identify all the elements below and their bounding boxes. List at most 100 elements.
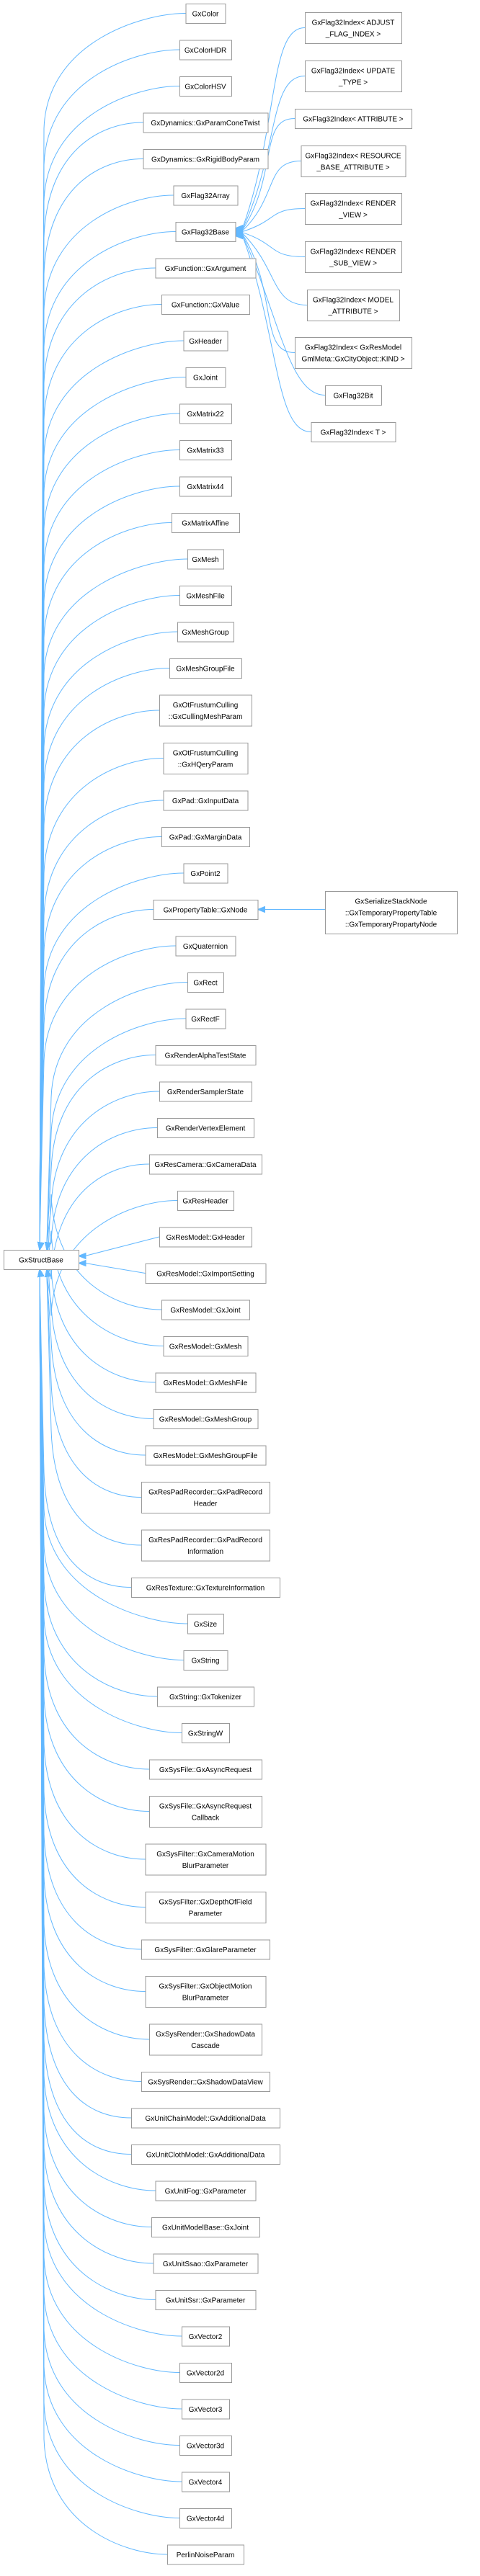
class-node-label: GxFlag32Index< RENDER (311, 249, 396, 256)
inheritance-edge (39, 909, 154, 1244)
class-node-gxquaternion[interactable]: GxQuaternion (175, 936, 236, 957)
class-node-gxstructbase[interactable]: GxStructBase (4, 1250, 79, 1270)
class-node-label: GxMeshGroupFile (176, 666, 235, 674)
class-node-gxmeshgroup[interactable]: GxMeshGroup (177, 622, 234, 643)
class-node-gxresmodelmeshgroupfile[interactable]: GxResModel::GxMeshGroupFile (145, 1445, 267, 1466)
class-node-gxtextureinfo[interactable]: GxResTexture::GxTextureInformation (131, 1578, 280, 1598)
class-node-gxflag32base[interactable]: GxFlag32Base (175, 222, 236, 242)
class-node-flagattribute[interactable]: GxFlag32Index< ATTRIBUTE > (295, 109, 412, 129)
class-node-box (175, 222, 236, 242)
class-node-flagadjust[interactable]: GxFlag32Index< ADJUST_FLAG_INDEX > (305, 12, 402, 44)
inheritance-edge (39, 340, 184, 1244)
class-node-gxcullingmeshparam[interactable]: GxOtFrustumCulling::GxCullingMeshParam (159, 694, 252, 727)
class-node-label: GxPoint2 (190, 870, 221, 878)
class-node-gxresmodelmeshgroup[interactable]: GxResModel::GxMeshGroup (153, 1409, 259, 1429)
class-node-gxrect[interactable]: GxRect (187, 972, 224, 993)
class-node-flagt[interactable]: GxFlag32Index< T > (311, 422, 396, 442)
class-node-gxresheader[interactable]: GxResHeader (177, 1191, 234, 1211)
class-node-gxparamconetwist[interactable]: GxDynamics::GxParamConeTwist (143, 112, 269, 133)
class-node-gxpropertynode[interactable]: GxPropertyTable::GxNode (153, 900, 259, 920)
class-node-box (145, 1445, 267, 1466)
class-node-gxmeshgroupfile[interactable]: GxMeshGroupFile (169, 658, 242, 679)
class-node-gxflag32array[interactable]: GxFlag32Array (173, 185, 239, 206)
class-node-gxfogparam[interactable]: GxUnitFog::GxParameter (155, 2181, 257, 2201)
class-node-flagmodelattr[interactable]: GxFlag32Index< MODEL_ATTRIBUTE > (307, 290, 400, 321)
class-node-box (155, 1372, 257, 1393)
class-node-gxcameradata[interactable]: GxResCamera::GxCameraData (149, 1154, 262, 1175)
class-node-flagrendersubview[interactable]: GxFlag32Index< RENDER_SUB_VIEW > (305, 241, 402, 273)
class-node-gxresmodelheader[interactable]: GxResModel::GxHeader (159, 1227, 252, 1248)
class-node-temporarypropertynode[interactable]: GxSerializeStackNode::GxTemporaryPropert… (325, 891, 458, 934)
class-node-gxtokenizer[interactable]: GxString::GxTokenizer (157, 1686, 254, 1707)
class-node-gxvalue[interactable]: GxFunction::GxValue (161, 295, 250, 315)
class-node-gxrigidbodyparam[interactable]: GxDynamics::GxRigidBodyParam (143, 149, 269, 169)
class-node-gxvector2d[interactable]: GxVector2d (179, 2363, 232, 2383)
class-node-gxmesh[interactable]: GxMesh (187, 549, 224, 570)
class-node-gxargument[interactable]: GxFunction::GxArgument (155, 258, 257, 279)
class-node-perlinnoiseparam[interactable]: PerlinNoiseParam (167, 2544, 244, 2565)
class-node-gxmatrixaffine[interactable]: GxMatrixAffine (172, 513, 240, 533)
class-node-box (179, 2363, 232, 2383)
class-node-gxcolor[interactable]: GxColor (185, 4, 226, 24)
class-node-gxjoint[interactable]: GxJoint (185, 367, 226, 388)
class-node-label: GxResModel::GxImportSetting (156, 1271, 254, 1279)
class-node-gxcolorhdr[interactable]: GxColorHDR (179, 40, 232, 61)
class-node-gxshadowview[interactable]: GxSysRender::GxShadowDataView (141, 2072, 270, 2092)
class-node-flagrenderview[interactable]: GxFlag32Index< RENDER_VIEW > (305, 193, 402, 225)
class-node-gxresmodelmesh[interactable]: GxResModel::GxMesh (163, 1336, 249, 1356)
class-node-gxcolorhsv[interactable]: GxColorHSV (179, 76, 232, 97)
class-node-gxsize[interactable]: GxSize (187, 1614, 224, 1634)
class-node-gxresmodeljoint[interactable]: GxResModel::GxJoint (161, 1300, 250, 1320)
class-node-gxvector3d[interactable]: GxVector3d (179, 2436, 232, 2456)
class-node-gxinputdata[interactable]: GxPad::GxInputData (163, 790, 249, 811)
edges-layer (37, 13, 326, 2555)
class-node-gxssrparam[interactable]: GxUnitSsr::GxParameter (155, 2290, 257, 2310)
class-node-gxchainadditional[interactable]: GxUnitChainModel::GxAdditionalData (131, 2108, 280, 2129)
class-node-flag32bit[interactable]: GxFlag32Bit (325, 385, 382, 406)
class-node-gxresmodelmeshfile[interactable]: GxResModel::GxMeshFile (155, 1372, 257, 1393)
class-node-gxheader[interactable]: GxHeader (183, 331, 228, 352)
inheritance-edge (84, 1263, 146, 1274)
class-node-flagupdate[interactable]: GxFlag32Index< UPDATE_TYPE > (305, 61, 402, 92)
class-node-gxmatrix22[interactable]: GxMatrix22 (179, 403, 232, 424)
inheritance-edge (39, 1275, 146, 1908)
class-node-gxstring[interactable]: GxString (183, 1650, 228, 1671)
class-node-gxvector2[interactable]: GxVector2 (182, 2326, 230, 2347)
class-node-gxssaoparam[interactable]: GxUnitSsao::GxParameter (153, 2253, 259, 2274)
inheritance-edge (39, 1275, 132, 2155)
class-node-gximportsetting[interactable]: GxResModel::GxImportSetting (145, 1264, 267, 1284)
class-node-gxmodelbasejoint[interactable]: GxUnitModelBase::GxJoint (151, 2217, 260, 2237)
class-node-gxpoint2[interactable]: GxPoint2 (183, 863, 228, 884)
class-node-flagcityobject[interactable]: GxFlag32Index< GxResModelGmlMeta::GxCity… (295, 337, 412, 369)
class-node-gxmargindata[interactable]: GxPad::GxMarginData (161, 827, 250, 847)
class-node-gxsampler[interactable]: GxRenderSamplerState (159, 1081, 252, 1102)
class-node-gxmatrix33[interactable]: GxMatrix33 (179, 440, 232, 460)
class-node-gxglare[interactable]: GxSysFilter::GxGlareParameter (141, 1939, 270, 1960)
class-node-gxvector4[interactable]: GxVector4 (182, 2472, 230, 2492)
class-node-gxvector4d[interactable]: GxVector4d (179, 2508, 232, 2528)
inheritance-arrow-icon (37, 1241, 45, 1251)
class-node-gxmatrix44[interactable]: GxMatrix44 (179, 476, 232, 497)
class-node-gxstringw[interactable]: GxStringW (182, 1723, 230, 1743)
class-node-gxhqueryparam[interactable]: GxOtFrustumCulling::GxHQeryParam (163, 743, 249, 774)
class-node-label: GxResPadRecorder::GxPadRecord (148, 1537, 262, 1544)
class-node-gxrectf[interactable]: GxRectF (185, 1009, 226, 1029)
class-node-gxasyncrequest[interactable]: GxSysFile::GxAsyncRequest (149, 1759, 262, 1780)
class-node-gxclothadditional[interactable]: GxUnitClothModel::GxAdditionalData (131, 2145, 280, 2165)
class-node-box (179, 403, 232, 424)
class-node-gxmeshfile[interactable]: GxMeshFile (179, 586, 232, 606)
class-node-label: GxFlag32Base (182, 229, 230, 237)
class-node-box (305, 61, 402, 92)
class-node-gxvector3[interactable]: GxVector3 (182, 2399, 230, 2420)
class-node-flagresource[interactable]: GxFlag32Index< RESOURCE_BASE_ATTRIBUTE > (301, 146, 406, 177)
class-node-label: GxColorHSV (185, 84, 226, 91)
class-node-gxvertexelement[interactable]: GxRenderVertexElement (157, 1118, 254, 1138)
class-node-gxalphatest[interactable]: GxRenderAlphaTestState (155, 1045, 257, 1065)
